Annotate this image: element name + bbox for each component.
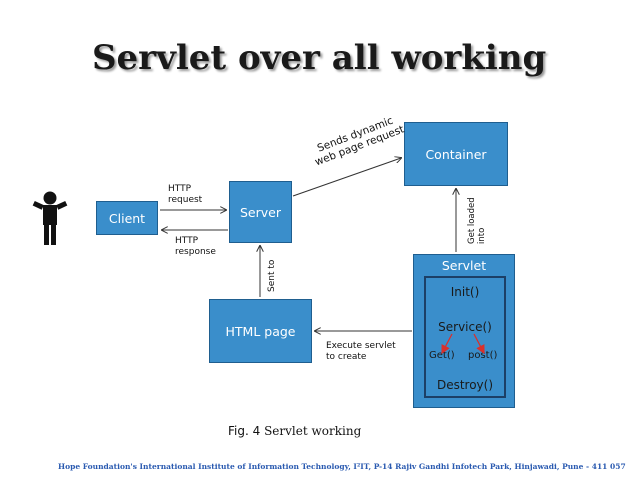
figure-caption: Fig. 4 Servlet working [228, 424, 362, 438]
container-box: Container [404, 122, 508, 186]
http-request-label: HTTP request [168, 184, 203, 205]
get-loaded-label: Get loaded into [467, 197, 487, 244]
execute-servlet-label: Execute servlet to create [326, 341, 396, 362]
servlet-lifecycle-box: Init() Service() Get() post() Destroy() [424, 276, 506, 398]
get-method: Get() [429, 350, 455, 361]
destroy-method: Destroy() [436, 378, 494, 392]
server-label: Server [240, 204, 281, 220]
container-label: Container [425, 146, 487, 162]
sends-request-arrow [292, 158, 401, 197]
html-page-label: HTML page [225, 323, 296, 339]
slide-title: Servlet over all working [92, 38, 547, 78]
client-label: Client [108, 210, 146, 226]
servlet-label: Servlet [441, 258, 487, 273]
service-method: Service() [438, 320, 492, 334]
post-method: post() [468, 350, 498, 361]
client-box: Client [96, 201, 158, 235]
html-page-box: HTML page [209, 299, 312, 363]
service-to-post-arrow [473, 333, 485, 355]
http-response-label: HTTP response [175, 236, 216, 257]
init-method: Init() [450, 285, 480, 299]
person-icon [32, 191, 68, 245]
sent-to-label: Sent to [267, 259, 277, 292]
server-box: Server [229, 181, 292, 243]
footer-institute: Hope Foundation's International Institut… [58, 462, 626, 471]
service-to-get-arrow [441, 333, 453, 355]
